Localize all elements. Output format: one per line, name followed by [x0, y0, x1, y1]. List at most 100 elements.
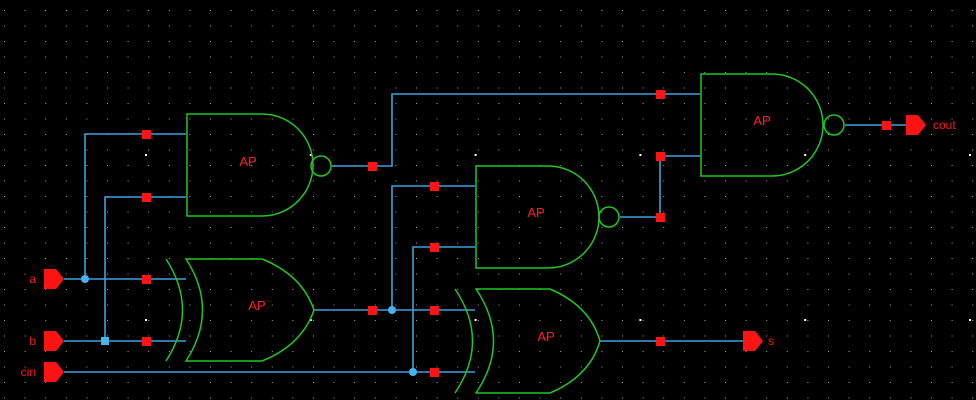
pin-square[interactable]: [430, 182, 439, 191]
grid-dot: [663, 289, 665, 290]
grid-dot: [560, 335, 562, 337]
pin-square[interactable]: [656, 337, 665, 346]
grid-dot: [786, 41, 788, 42]
grid-dot: [86, 87, 88, 89]
grid-dot: [189, 289, 191, 290]
grid-dot: [210, 165, 211, 166]
grid-dot: [519, 118, 520, 120]
grid-dot: [498, 382, 500, 383]
grid-dot: [683, 25, 685, 27]
grid-dot: [869, 25, 871, 27]
grid-dot: [436, 196, 438, 197]
grid-dot: [745, 103, 747, 104]
pin-label-cin: cin: [21, 365, 36, 379]
wire-a-to-nand1[interactable]: [84, 133, 186, 279]
nand-gate-2[interactable]: AP: [475, 165, 620, 269]
grid-dot: [560, 242, 562, 244]
pin-square[interactable]: [430, 306, 439, 315]
grid-dot: [519, 25, 520, 27]
grid-dot: [601, 149, 603, 151]
grid-dot: [416, 72, 417, 73]
wire-cin-to-nand2[interactable]: [412, 246, 475, 372]
grid-dot: [374, 273, 376, 275]
grid-dot: [766, 72, 768, 73]
pin-square[interactable]: [142, 337, 151, 346]
grid-dot: [477, 41, 479, 42]
pin-square[interactable]: [430, 368, 439, 377]
pin-square[interactable]: [882, 121, 891, 130]
grid-dot: [189, 351, 191, 352]
grid-dot: [663, 366, 665, 368]
grid-dot: [910, 180, 912, 182]
grid-dot: [622, 72, 623, 73]
grid-dot: [951, 134, 953, 135]
nand-gate-1[interactable]: AP: [186, 113, 332, 217]
output-pin-cout-icon[interactable]: [906, 115, 926, 135]
input-pin-b-icon[interactable]: [44, 331, 64, 351]
pin-square[interactable]: [142, 275, 151, 284]
grid-dot: [889, 41, 891, 42]
grid-dot: [127, 258, 129, 259]
pin-square[interactable]: [142, 193, 151, 202]
grid-dot: [580, 304, 582, 306]
grid-dot: [889, 289, 891, 290]
grid-dot: [230, 41, 232, 42]
grid-dot: [683, 149, 685, 151]
grid-dot: [725, 134, 726, 135]
pin-square[interactable]: [368, 162, 377, 171]
grid-dot: [457, 180, 459, 182]
grid-dot: [271, 351, 273, 352]
pin-square[interactable]: [368, 306, 377, 315]
pin-square[interactable]: [142, 130, 151, 139]
grid-dot: [622, 382, 623, 383]
wire-xor1-to-nand2[interactable]: [391, 185, 475, 310]
grid-dot: [416, 103, 417, 104]
grid-dot: [910, 258, 912, 259]
grid-dot: [4, 25, 5, 27]
pin-square[interactable]: [656, 90, 665, 99]
grid-dot: [869, 258, 871, 259]
grid-dot: [271, 25, 273, 27]
grid-dot: [869, 335, 871, 337]
grid-dot: [230, 351, 232, 352]
wire-b-to-nand1[interactable]: [104, 196, 186, 341]
wire-nand1-out[interactable]: [332, 93, 700, 167]
grid-dot: [271, 103, 273, 104]
grid-dot: [663, 227, 665, 228]
wire-nand2-out[interactable]: [620, 155, 700, 218]
grid-dot: [24, 397, 26, 399]
grid-dot: [354, 366, 356, 368]
grid-dot: [457, 273, 459, 275]
pin-square[interactable]: [430, 243, 439, 252]
grid-dot: [560, 180, 562, 182]
grid-dot: [725, 304, 726, 306]
grid-dot: [931, 273, 932, 275]
pin-square[interactable]: [656, 213, 665, 222]
grid-dot: [683, 165, 685, 166]
grid-dot: [313, 72, 314, 73]
output-pin-s-icon[interactable]: [743, 331, 763, 351]
grid-dot: [745, 41, 747, 42]
grid-dot: [313, 103, 314, 104]
input-pin-a-icon[interactable]: [44, 269, 64, 289]
grid-dot: [622, 211, 623, 213]
grid-dot: [642, 165, 644, 166]
grid-dot: [828, 41, 829, 42]
xor-gate-2[interactable]: AP: [454, 288, 601, 394]
grid-dot: [663, 56, 665, 58]
pin-square[interactable]: [656, 152, 665, 161]
grid-dot: [498, 227, 500, 228]
grid-dot: [210, 211, 211, 213]
grid-dot: [210, 366, 211, 368]
xor-gate-1[interactable]: AP: [165, 258, 315, 362]
grid-dot: [704, 196, 706, 197]
grid-dot: [148, 351, 150, 352]
grid-dot: [477, 103, 479, 104]
grid-dot: [889, 211, 891, 213]
grid-dot-major: [804, 154, 807, 156]
nand-gate-3[interactable]: AP: [700, 73, 845, 177]
grid-dot: [704, 397, 706, 399]
input-pin-cin-icon[interactable]: [44, 362, 64, 382]
grid-dot: [580, 41, 582, 42]
